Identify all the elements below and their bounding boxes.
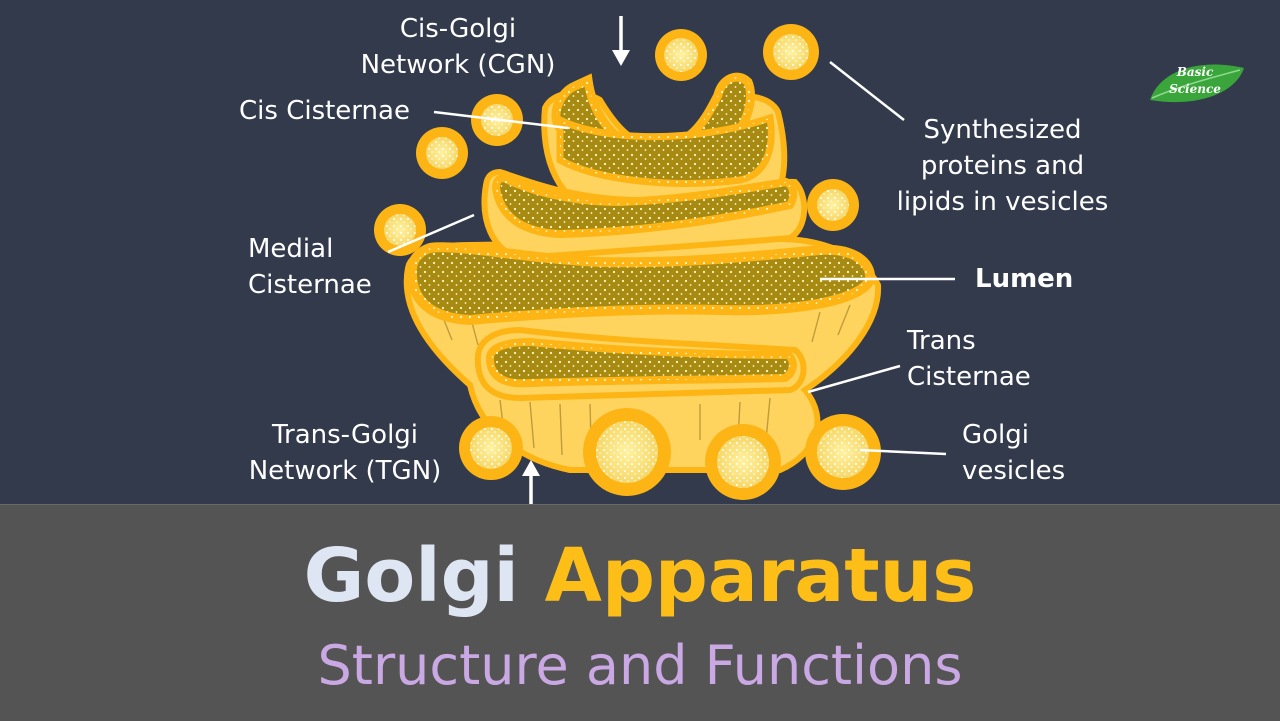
leader-medial xyxy=(387,213,475,254)
trans-cisterna xyxy=(474,326,807,402)
label-cis-cisternae: Cis Cisternae xyxy=(239,96,410,126)
vesicle xyxy=(459,416,523,480)
label-lumen: Lumen xyxy=(975,264,1074,294)
vesicle xyxy=(807,179,859,231)
vesicle xyxy=(374,204,426,256)
arrow-down-icon xyxy=(612,16,630,66)
cis-cisterna xyxy=(541,72,788,215)
arrow-up-icon xyxy=(522,460,540,504)
basic-science-logo: Basic Science xyxy=(1146,62,1244,104)
title-banner xyxy=(0,504,1280,721)
leader-synth xyxy=(829,61,905,121)
vesicle xyxy=(763,24,819,80)
vesicle xyxy=(583,408,671,496)
logo-line-1: Basic xyxy=(1176,65,1214,79)
page-subtitle: Structure and Functions xyxy=(317,634,963,697)
page-title: Golgi Apparatus xyxy=(0,528,1280,624)
label-trans-cisternae: Trans Cisternae xyxy=(907,326,1031,392)
lumen-cisterna xyxy=(406,242,876,326)
vesicle xyxy=(705,424,781,500)
vesicles xyxy=(374,24,881,500)
label-golgi-vesicles: Golgi vesicles xyxy=(962,420,1066,486)
label-medial-cisternae: Medial Cisternae xyxy=(248,234,372,300)
title-word-golgi: Golgi xyxy=(303,533,519,619)
golgi-diagram xyxy=(374,16,1244,504)
vesicle xyxy=(416,127,468,179)
vesicle xyxy=(805,414,881,490)
leader-lines xyxy=(387,61,955,456)
leader-vesicles xyxy=(859,448,947,456)
vesicle xyxy=(655,29,707,81)
leader-trans xyxy=(807,364,901,394)
logo-line-2: Science xyxy=(1169,82,1221,96)
label-cgn: Cis-Golgi Network (CGN) xyxy=(360,14,556,80)
leader-cis xyxy=(433,110,569,130)
label-tgn: Trans-Golgi Network (TGN) xyxy=(248,420,442,486)
label-synthesized: Synthesized proteins and lipids in vesic… xyxy=(896,115,1109,217)
leaf-logo-icon xyxy=(1150,64,1244,103)
title-word-apparatus: Apparatus xyxy=(544,533,977,619)
